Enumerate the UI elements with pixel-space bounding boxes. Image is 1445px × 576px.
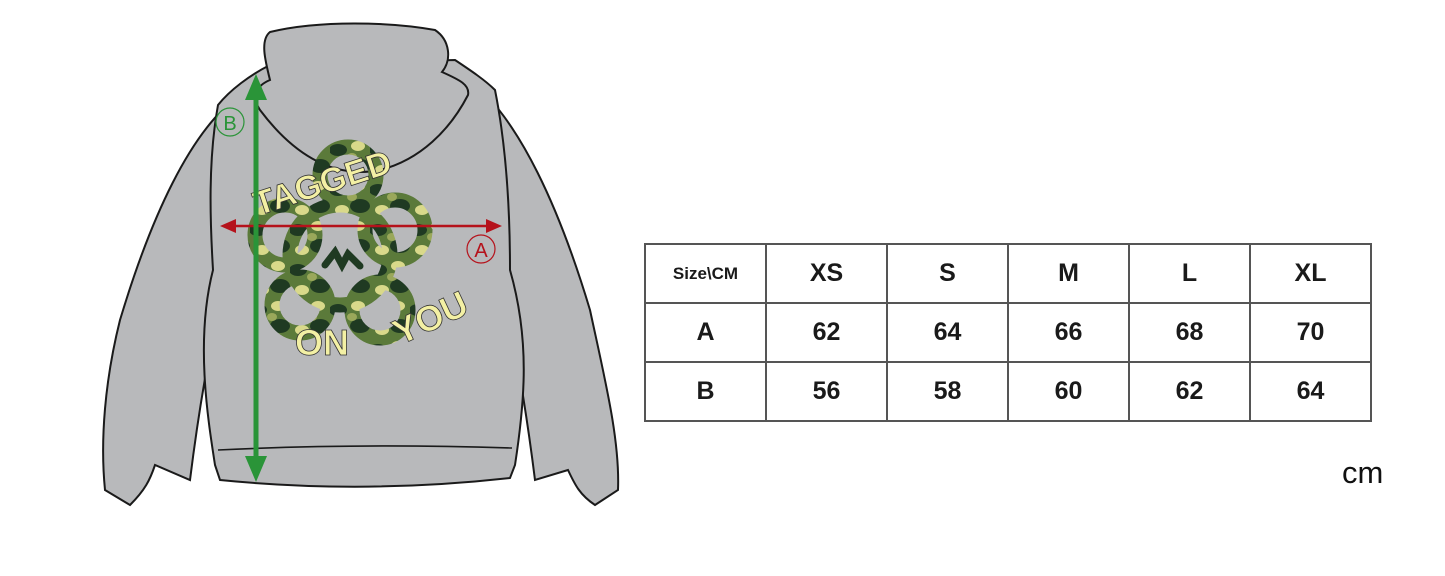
measure-b-arrow: B	[215, 74, 267, 482]
print-text-on: ON	[295, 322, 349, 363]
size-chart-table: Size\CM XS S M L XL A 62 64 66 68 70 B 5…	[644, 243, 1372, 422]
table-cell: 64	[1249, 361, 1372, 422]
hoodie-body	[202, 58, 525, 488]
table-row: A 62 64 66 68 70	[644, 302, 1372, 363]
corner-header: Size\CM	[644, 243, 767, 304]
table-row: B 56 58 60 62 64	[644, 361, 1372, 422]
measure-a-arrow: A	[220, 219, 502, 264]
table-cell: 68	[1128, 302, 1251, 363]
table-cell: 60	[1007, 361, 1130, 422]
column-header-l: L	[1128, 243, 1251, 304]
table-header-row: Size\CM XS S M L XL	[644, 243, 1372, 304]
measure-a-label: A	[474, 240, 488, 262]
table-cell: 56	[765, 361, 888, 422]
hoodie-illustration: TAGGED ON YOU A B	[90, 20, 630, 520]
row-header-b: B	[644, 361, 767, 422]
column-header-xl: XL	[1249, 243, 1372, 304]
hood	[254, 22, 470, 173]
table-cell: 62	[1128, 361, 1251, 422]
table-cell: 62	[765, 302, 888, 363]
measure-b-label: B	[223, 113, 236, 135]
table-cell: 66	[1007, 302, 1130, 363]
table-cell: 70	[1249, 302, 1372, 363]
table-cell: 58	[886, 361, 1009, 422]
table-cell: 64	[886, 302, 1009, 363]
column-header-s: S	[886, 243, 1009, 304]
column-header-m: M	[1007, 243, 1130, 304]
flower-print-graphic	[247, 139, 433, 346]
row-header-a: A	[644, 302, 767, 363]
column-header-xs: XS	[765, 243, 888, 304]
unit-label: cm	[1342, 455, 1384, 490]
